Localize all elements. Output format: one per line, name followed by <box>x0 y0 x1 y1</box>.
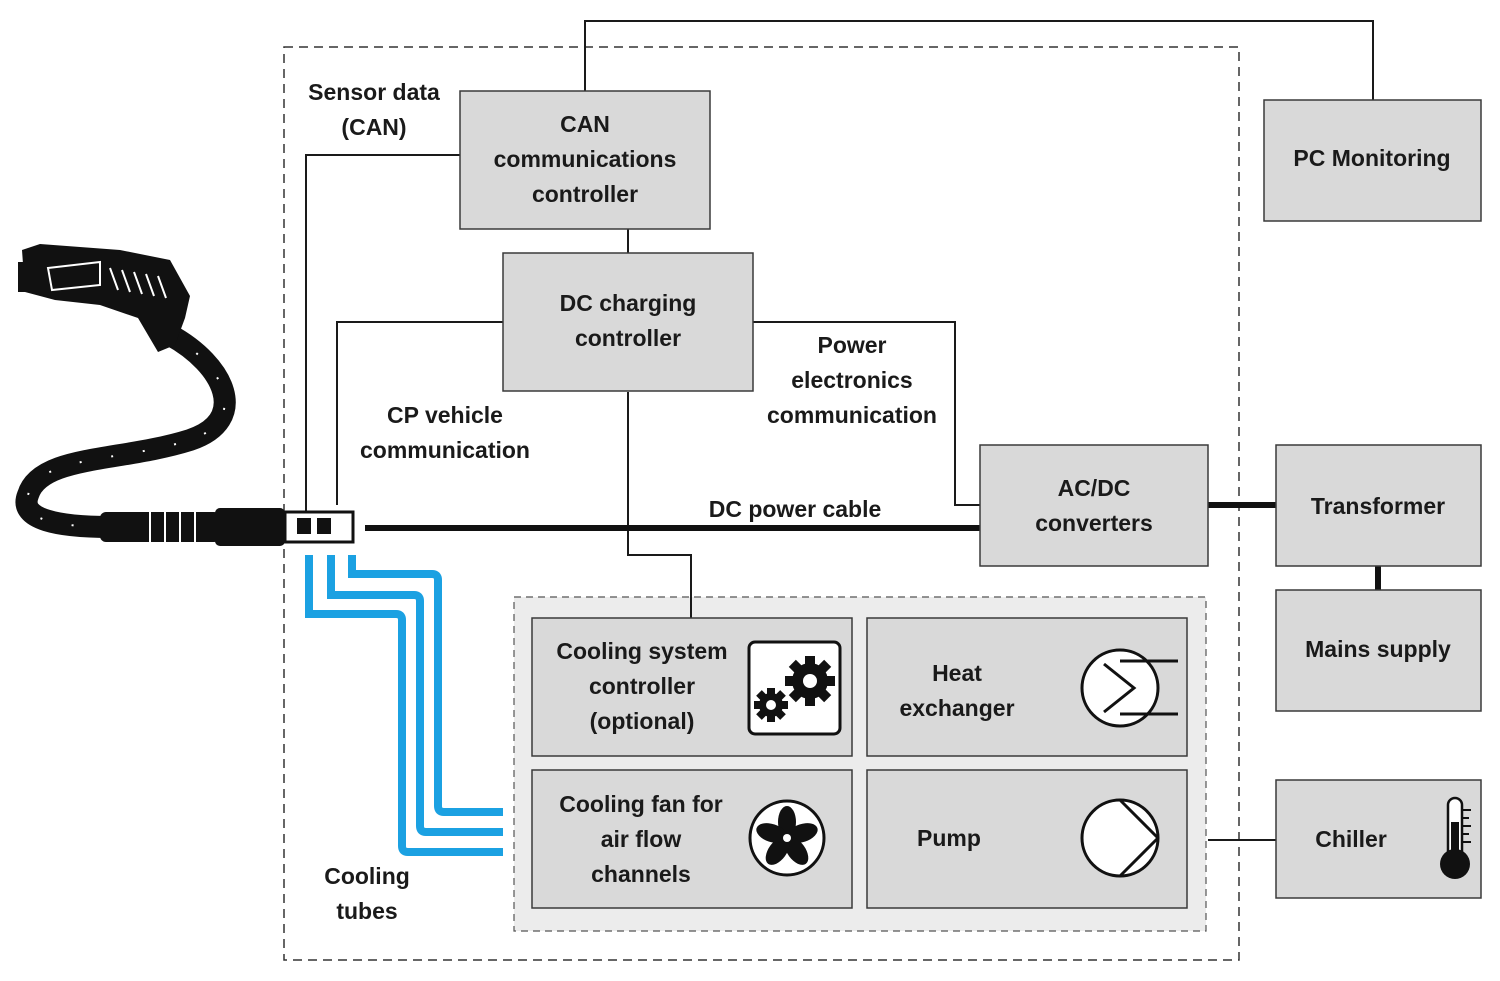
cooling-controller-line2: controller <box>589 673 695 699</box>
power-electronics-line3: communication <box>767 402 937 428</box>
cp-vehicle-line1: CP vehicle <box>387 402 503 428</box>
transformer-block: Transformer <box>1275 444 1482 567</box>
acdc-block: AC/DC converters <box>979 444 1209 567</box>
heat-exchanger-line1: Heat <box>932 660 982 686</box>
mains-label: Mains supply <box>1305 636 1451 662</box>
dc-power-cable-label: DC power cable <box>709 496 882 522</box>
charging-plug-icon <box>15 244 355 546</box>
cp-vehicle-line2: communication <box>360 437 530 463</box>
power-electronics-line1: Power <box>817 332 886 358</box>
cooling-fan-line3: channels <box>591 861 691 887</box>
heat-exchanger-line2: exchanger <box>899 695 1014 721</box>
cooling-tubes <box>305 555 503 856</box>
cooling-tubes-line2: tubes <box>336 898 397 924</box>
can-controller-block: CAN communications controller <box>459 90 711 230</box>
acdc-line1: AC/DC <box>1058 475 1131 501</box>
pump-label: Pump <box>917 825 981 851</box>
power-electronics-line2: electronics <box>791 367 912 393</box>
cooling-fan-line1: Cooling fan for <box>559 791 723 817</box>
can-controller-line3: controller <box>532 181 638 207</box>
cooling-controller-line3: (optional) <box>590 708 695 734</box>
dc-controller-block: DC charging controller <box>502 252 754 392</box>
dc-controller-line2: controller <box>575 325 681 351</box>
pc-monitoring-label: PC Monitoring <box>1293 145 1450 171</box>
mains-block: Mains supply <box>1275 589 1482 712</box>
dc-controller-line1: DC charging <box>560 290 697 316</box>
thermometer-icon <box>1440 796 1471 879</box>
chiller-label: Chiller <box>1315 826 1387 852</box>
cooling-fan-line2: air flow <box>601 826 682 852</box>
connection-lines <box>305 20 1374 841</box>
cooling-tubes-line1: Cooling <box>324 863 410 889</box>
sensor-data-line1: Sensor data <box>308 79 440 105</box>
can-controller-line1: CAN <box>560 111 610 137</box>
transformer-label: Transformer <box>1311 493 1445 519</box>
pump-icon <box>1080 798 1160 878</box>
power-lines <box>365 502 1381 590</box>
sensor-data-line2: (CAN) <box>341 114 406 140</box>
acdc-line2: converters <box>1035 510 1153 536</box>
pc-monitoring-block: PC Monitoring <box>1263 99 1482 222</box>
cooling-controller-line1: Cooling system <box>556 638 727 664</box>
fan-icon <box>748 799 826 877</box>
gears-icon <box>747 640 842 736</box>
can-controller-line2: communications <box>494 146 677 172</box>
heat-exchanger-icon <box>1080 648 1178 728</box>
